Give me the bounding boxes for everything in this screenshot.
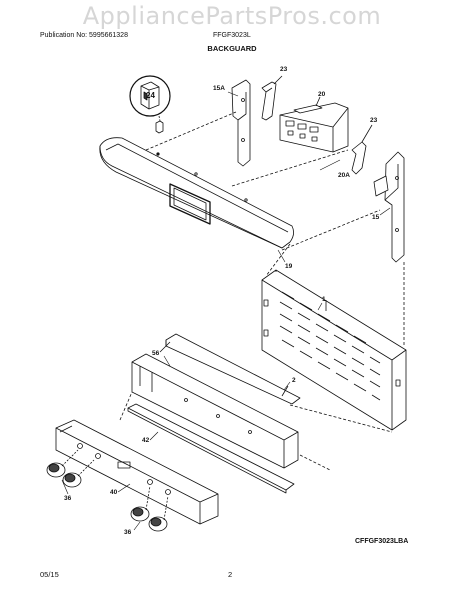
diagram-code: CFFGF3023LBA <box>355 538 409 545</box>
part-15-end-bracket[interactable] <box>373 151 405 263</box>
callout-19: 19 <box>285 263 293 270</box>
callout-20a: 20A <box>338 172 350 179</box>
part-23-clip-lower[interactable] <box>351 124 373 175</box>
part-1-rear-panel[interactable] <box>261 269 407 431</box>
part-2-inner-panel[interactable] <box>131 353 299 469</box>
part-19-backguard-panel[interactable] <box>99 137 294 249</box>
publication-number: Publication No: 5995661328 <box>40 32 128 39</box>
part-15a-end-bracket[interactable] <box>231 79 251 167</box>
model-number: FFGF3023L <box>213 32 251 39</box>
callout-1: 1 <box>322 296 326 303</box>
callout-24: 24 <box>146 91 155 100</box>
footer-page-number: 2 <box>228 570 233 579</box>
part-56-shield[interactable] <box>159 333 301 405</box>
part-23-clip-upper[interactable] <box>261 75 283 121</box>
part-24-switch-detail[interactable] <box>129 75 171 134</box>
part-36-knobs-left[interactable] <box>46 449 95 488</box>
callout-36-left: 36 <box>64 495 72 502</box>
callout-leaders <box>61 91 391 531</box>
watermark-logo: AppliancePartsPros.com <box>82 2 382 30</box>
part-42-trim[interactable] <box>127 403 295 494</box>
callout-23-upper: 23 <box>280 66 288 73</box>
callout-20: 20 <box>318 91 326 98</box>
callout-42: 42 <box>142 437 150 444</box>
assembly-lines-lower <box>119 391 393 471</box>
assembly-lines-upper <box>145 111 381 251</box>
callout-40: 40 <box>110 489 118 496</box>
part-40-control-panel[interactable] <box>55 419 219 525</box>
footer-date: 05/15 <box>40 570 59 579</box>
callout-56: 56 <box>152 350 160 357</box>
callout-36-right: 36 <box>124 529 132 536</box>
callout-2: 2 <box>292 377 296 384</box>
rear-panel-louvers <box>279 291 381 401</box>
callout-15a: 15A <box>213 85 225 92</box>
callout-23-lower: 23 <box>370 117 378 124</box>
part-36-knobs-right[interactable] <box>130 485 169 532</box>
assembly-lines-middle <box>265 243 405 345</box>
section-title: BACKGUARD <box>207 44 257 53</box>
callout-15: 15 <box>372 214 380 221</box>
part-20-control-board[interactable] <box>279 96 349 153</box>
